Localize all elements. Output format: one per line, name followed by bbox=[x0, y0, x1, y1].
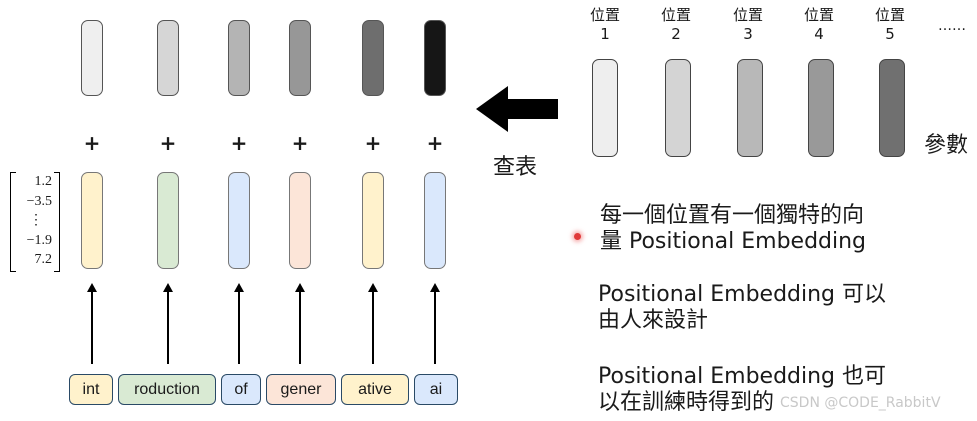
pos-embed-bar-1 bbox=[81, 20, 103, 96]
lookup-arrow-icon bbox=[476, 86, 558, 132]
position-label-text: 位置 bbox=[732, 6, 763, 24]
token-box: roduction bbox=[118, 374, 216, 405]
up-arrow-head bbox=[430, 283, 440, 292]
params-label: 參數 bbox=[924, 133, 969, 158]
token-box: gener bbox=[266, 374, 336, 405]
left-bracket bbox=[10, 172, 16, 272]
vector-value: −1.9 bbox=[26, 232, 52, 248]
up-arrow-head bbox=[163, 283, 173, 292]
plus-sign: + bbox=[291, 131, 309, 155]
table-bar-4 bbox=[808, 59, 834, 157]
note-3: Positional Embedding 也可 以在訓練時得到的 bbox=[598, 364, 886, 416]
token-embed-bar-2 bbox=[157, 172, 179, 269]
table-bar-3 bbox=[737, 59, 763, 157]
pos-embed-bar-3 bbox=[228, 20, 250, 96]
token-embed-bar-5 bbox=[362, 172, 384, 269]
pointer-dot bbox=[574, 233, 581, 240]
vector-value: ⋮ bbox=[29, 213, 43, 228]
vector-value: 7.2 bbox=[34, 252, 53, 267]
vector-values: 1.2 −3.5 ⋮ −1.9 7.2 bbox=[20, 172, 52, 270]
up-arrow-line bbox=[434, 290, 436, 364]
watermark: CSDN @CODE_RabbitV bbox=[780, 395, 941, 411]
vector-value: −3.5 bbox=[26, 193, 52, 209]
token-box: of bbox=[221, 374, 261, 405]
note-1-line-2: 量 Positional Embedding bbox=[600, 229, 867, 254]
note-1-line-1: 每一個位置有一個獨特的向 bbox=[600, 203, 865, 228]
note-2-line-2: 由人來設計 bbox=[598, 308, 709, 333]
position-label-text: 位置 bbox=[660, 6, 691, 24]
table-bar-2 bbox=[665, 59, 691, 157]
up-arrow-line bbox=[372, 290, 374, 364]
note-2-line-1: Positional Embedding 可以 bbox=[598, 282, 887, 307]
note-3-line-1: Positional Embedding 也可 bbox=[598, 364, 887, 389]
plus-sign: + bbox=[364, 131, 382, 155]
note-2: Positional Embedding 可以 由人來設計 bbox=[598, 282, 886, 334]
up-arrow-line bbox=[238, 290, 240, 364]
plus-sign: + bbox=[230, 131, 248, 155]
up-arrow-line bbox=[167, 290, 169, 364]
position-label-text: 位置 bbox=[803, 6, 834, 24]
position-label-text: 位置 bbox=[874, 6, 905, 24]
token-embed-bar-6 bbox=[424, 172, 446, 269]
plus-sign: + bbox=[159, 131, 177, 155]
note-1: 每一個位置有一個獨特的向 量 Positional Embedding bbox=[600, 203, 866, 255]
table-bar-1 bbox=[592, 59, 618, 157]
up-arrow-head bbox=[368, 283, 378, 292]
up-arrow-head bbox=[295, 283, 305, 292]
embedding-vector: 1.2 −3.5 ⋮ −1.9 7.2 bbox=[10, 172, 60, 272]
token-embed-bar-4 bbox=[289, 172, 311, 269]
token-box: ative bbox=[341, 374, 409, 405]
up-arrow-head bbox=[234, 283, 244, 292]
pos-embed-bar-4 bbox=[289, 20, 311, 96]
up-arrow-line bbox=[91, 290, 93, 364]
lookup-label: 查表 bbox=[493, 155, 538, 180]
position-label-text: 位置 bbox=[589, 6, 620, 24]
position-number: 1 bbox=[600, 25, 610, 43]
token-box: ai bbox=[414, 374, 458, 405]
position-number: 4 bbox=[814, 25, 824, 43]
right-bracket bbox=[54, 172, 60, 272]
ellipsis: …… bbox=[938, 18, 966, 34]
up-arrow-line bbox=[299, 290, 301, 364]
note-3-line-2: 以在訓練時得到的 bbox=[598, 390, 775, 415]
table-bar-5 bbox=[879, 59, 905, 157]
pos-embed-bar-2 bbox=[157, 20, 179, 96]
token-embed-bar-1 bbox=[81, 172, 103, 269]
pos-embed-bar-5 bbox=[362, 20, 384, 96]
up-arrow-head bbox=[87, 283, 97, 292]
token-box: int bbox=[69, 374, 113, 405]
pos-embed-bar-6 bbox=[424, 20, 446, 96]
vector-value: 1.2 bbox=[34, 174, 53, 189]
plus-sign: + bbox=[83, 131, 101, 155]
position-number: 2 bbox=[671, 25, 681, 43]
plus-sign: + bbox=[426, 131, 444, 155]
position-number: 5 bbox=[885, 25, 895, 43]
position-number: 3 bbox=[743, 25, 753, 43]
token-embed-bar-3 bbox=[228, 172, 250, 269]
